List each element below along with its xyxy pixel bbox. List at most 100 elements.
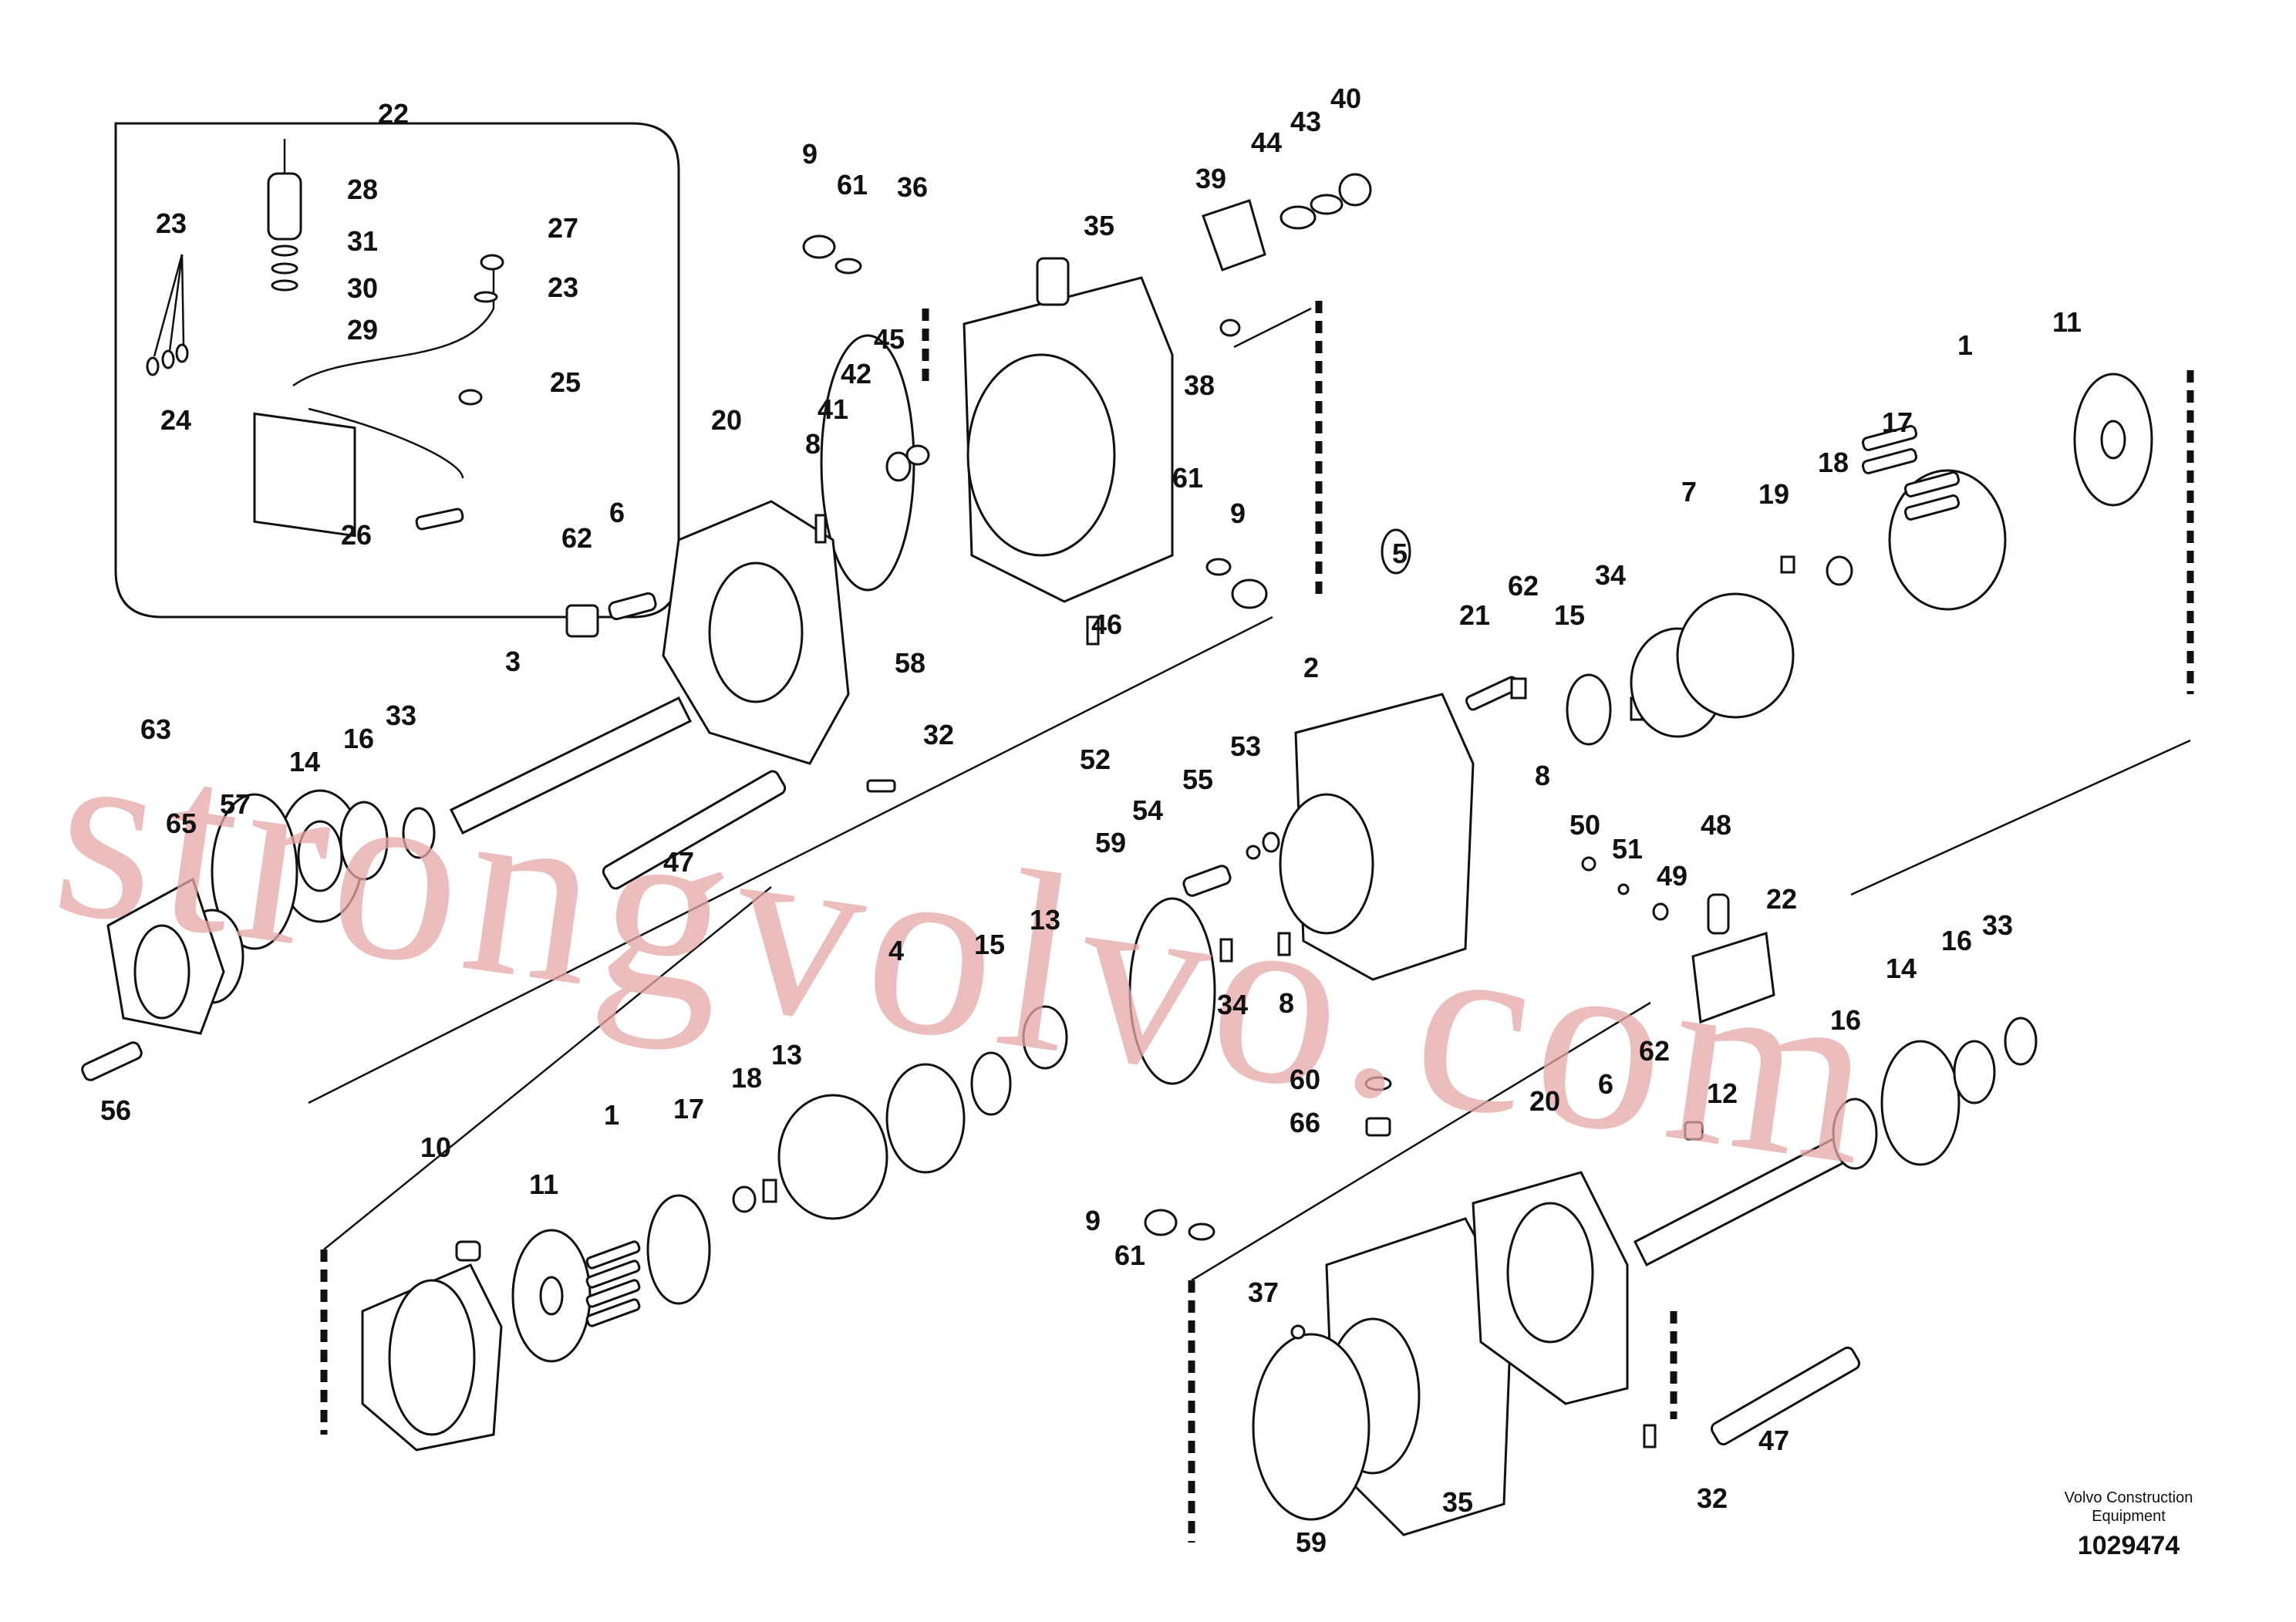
callout-label: 5 xyxy=(1392,538,1408,569)
callout-label: 20 xyxy=(1529,1085,1560,1117)
callout-label: 9 xyxy=(802,138,818,170)
callout-label: 55 xyxy=(1182,764,1213,795)
inset-box xyxy=(114,122,680,619)
callout-label: 44 xyxy=(1251,126,1282,158)
callout-label: 66 xyxy=(1290,1107,1320,1138)
callout-label: 61 xyxy=(837,169,868,201)
callout-label: 12 xyxy=(1707,1077,1738,1109)
callout-label: 31 xyxy=(347,225,378,257)
callout-label: 26 xyxy=(341,519,372,551)
callout-label: 54 xyxy=(1132,794,1163,826)
callout-label: 39 xyxy=(1195,163,1226,194)
callout-label: 17 xyxy=(673,1093,704,1125)
callout-label: 1 xyxy=(604,1099,619,1131)
callout-label: 14 xyxy=(1886,953,1917,984)
callout-label: 29 xyxy=(347,314,378,346)
callout-label: 59 xyxy=(1095,827,1126,858)
callout-label: 3 xyxy=(505,646,521,677)
callout-label: 56 xyxy=(100,1094,131,1126)
callout-label: 8 xyxy=(1279,987,1294,1019)
callout-label: 60 xyxy=(1290,1064,1320,1095)
callout-label: 19 xyxy=(1758,478,1789,510)
callout-label: 40 xyxy=(1330,83,1361,114)
callout-label: 18 xyxy=(731,1062,762,1094)
callout-label: 21 xyxy=(1459,599,1490,631)
callout-label: 34 xyxy=(1595,559,1626,591)
callout-label: 1 xyxy=(1957,329,1973,361)
callout-label: 11 xyxy=(2052,306,2082,338)
callout-label: 22 xyxy=(378,98,409,130)
callout-label: 6 xyxy=(609,497,625,528)
callout-label: 23 xyxy=(548,271,578,303)
callout-label: 45 xyxy=(874,323,905,355)
callout-label: 35 xyxy=(1442,1486,1473,1518)
inset-parts xyxy=(146,139,504,538)
callout-label: 23 xyxy=(156,207,187,239)
callout-label: 4 xyxy=(888,935,904,966)
callout-label: 18 xyxy=(1818,447,1849,478)
callout-label: 43 xyxy=(1290,106,1321,137)
callout-label: 42 xyxy=(841,358,872,389)
callout-label: 47 xyxy=(1758,1425,1789,1456)
callout-label: 32 xyxy=(1697,1482,1728,1514)
callout-label: 51 xyxy=(1612,833,1643,865)
callout-label: 38 xyxy=(1184,369,1215,401)
callout-label: 49 xyxy=(1657,860,1687,892)
drawing-number: 1029474 xyxy=(2077,1531,2180,1560)
callout-label: 25 xyxy=(550,366,581,398)
callout-label: 62 xyxy=(1508,570,1539,602)
callout-label: 33 xyxy=(386,700,416,731)
callout-label: 33 xyxy=(1982,909,2013,941)
callout-label: 32 xyxy=(923,719,954,750)
callout-label: 41 xyxy=(818,393,848,425)
callout-label: 52 xyxy=(1080,744,1111,775)
callout-label: 15 xyxy=(974,929,1005,960)
callout-label: 57 xyxy=(220,788,251,820)
callout-label: 50 xyxy=(1569,809,1600,841)
callout-label: 15 xyxy=(1554,599,1585,631)
callout-label: 22 xyxy=(1766,883,1797,915)
callout-label: 2 xyxy=(1303,652,1319,683)
callout-label: 27 xyxy=(548,212,578,244)
callout-label: 30 xyxy=(347,272,378,304)
lower-left-group xyxy=(361,1005,1068,1452)
callout-label: 47 xyxy=(663,846,694,878)
callout-label: 59 xyxy=(1296,1526,1327,1558)
callout-label: 62 xyxy=(561,522,592,554)
callout-label: 16 xyxy=(1941,925,1972,956)
callout-label: 61 xyxy=(1172,462,1203,494)
callout-label: 65 xyxy=(166,808,197,839)
callout-label: 48 xyxy=(1701,809,1731,841)
callout-label: 58 xyxy=(895,647,925,679)
callout-label: 10 xyxy=(420,1131,451,1163)
callout-label: 11 xyxy=(529,1168,558,1200)
callout-label: 28 xyxy=(347,174,378,205)
callout-label: 9 xyxy=(1230,497,1246,529)
callout-label: 13 xyxy=(1030,904,1060,936)
callout-label: 46 xyxy=(1091,609,1122,640)
callout-label: 36 xyxy=(897,171,928,203)
upper-housing-group xyxy=(565,173,1372,793)
manufacturer-name: Volvo Construction Equipment xyxy=(2064,1489,2193,1525)
callout-label: 63 xyxy=(140,713,171,745)
callout-label: 61 xyxy=(1114,1239,1145,1271)
callout-label: 24 xyxy=(160,404,191,436)
callout-label: 16 xyxy=(1830,1004,1861,1036)
callout-label: 35 xyxy=(1084,210,1114,241)
callout-label: 37 xyxy=(1248,1276,1279,1308)
callout-label: 16 xyxy=(343,723,374,754)
callout-label: 53 xyxy=(1230,730,1261,762)
callout-label: 20 xyxy=(711,404,742,436)
callout-label: 17 xyxy=(1882,406,1913,438)
center-block-group xyxy=(1128,373,2153,1137)
callout-label: 8 xyxy=(805,428,821,460)
lower-right-group xyxy=(1144,1017,2038,1536)
callout-label: 62 xyxy=(1639,1035,1670,1067)
callout-label: 14 xyxy=(289,746,320,777)
callout-label: 9 xyxy=(1085,1205,1101,1236)
callout-label: 7 xyxy=(1681,476,1697,508)
callout-label: 8 xyxy=(1535,760,1550,791)
callout-label: 6 xyxy=(1598,1068,1613,1100)
